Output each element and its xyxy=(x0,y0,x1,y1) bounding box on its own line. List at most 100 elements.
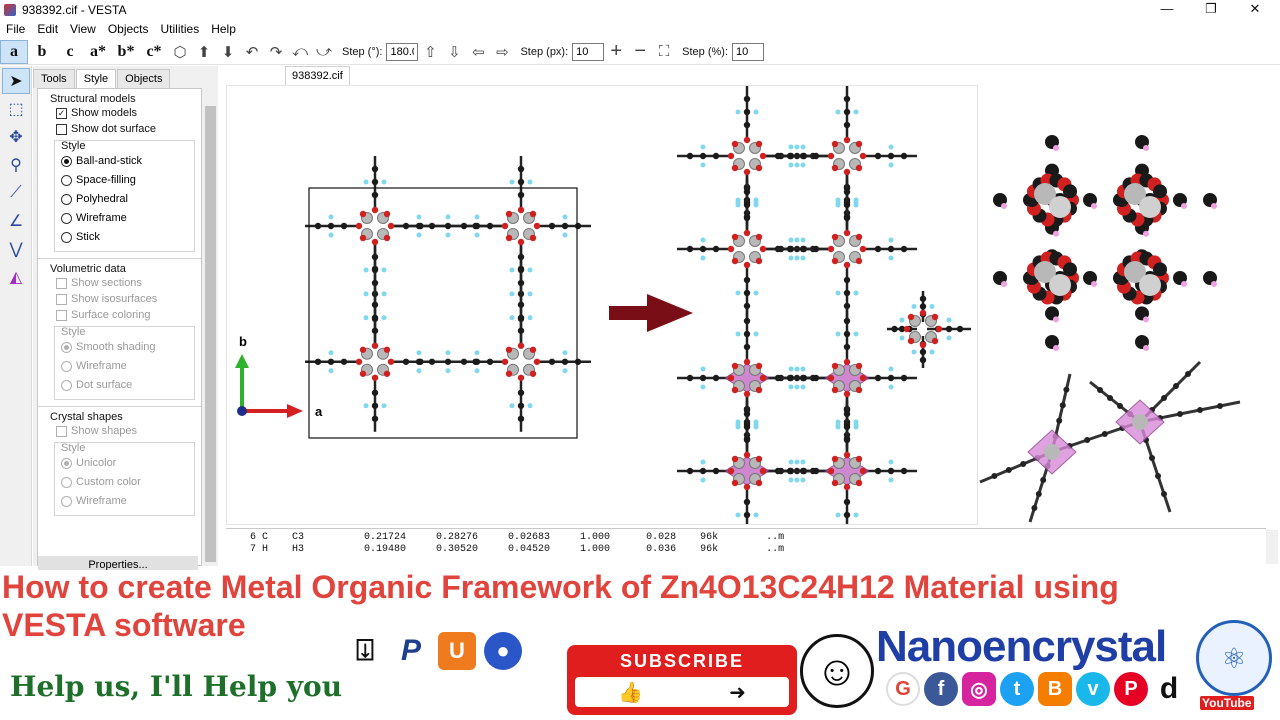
translate-down-icon[interactable]: ⇩ xyxy=(448,43,461,61)
document-area: 938392.cif b a 6 C C3 0.21724 0.28276 0.… xyxy=(222,66,1280,566)
facebook-icon[interactable]: f xyxy=(924,672,958,706)
distance-tool-icon[interactable]: ⟋ xyxy=(10,184,22,201)
structure-viewport[interactable]: b a xyxy=(226,85,978,541)
translate-up-icon[interactable]: ⇧ xyxy=(424,43,437,61)
output-line: 6 C C3 0.21724 0.28276 0.02683 1.000 0.0… xyxy=(226,532,785,543)
properties-button[interactable]: Properties... xyxy=(38,556,198,570)
radio-smooth-shading[interactable]: Smooth shading xyxy=(55,338,194,357)
radio-crystal-wireframe[interactable]: Wireframe xyxy=(55,492,194,511)
output-line: 7 H H3 0.19480 0.30520 0.04520 1.000 0.0… xyxy=(226,544,785,555)
smiley-face-icon: ☺ xyxy=(800,634,874,708)
tiktok-icon[interactable]: d xyxy=(1152,672,1186,706)
show-shapes-checkbox[interactable]: Show shapes xyxy=(38,423,201,439)
minimize-button[interactable]: — xyxy=(1160,1,1174,16)
subscribe-bar: 👍 ➜ xyxy=(575,677,789,707)
view-along-b-button[interactable]: b xyxy=(37,42,47,60)
menu-view[interactable]: View xyxy=(70,22,96,36)
tool-strip: ➤ ⬚ ✥ ⚲ ⟋ ∠ ⋁ ◭ xyxy=(0,66,32,566)
checkbox-unchecked-icon xyxy=(56,123,67,135)
rotate-right-icon[interactable]: ↷ xyxy=(269,43,283,61)
menu-utilities[interactable]: Utilities xyxy=(160,22,200,36)
radio-ball-and-stick[interactable]: Ball-and-stick xyxy=(55,152,194,171)
panel-scrollbar[interactable] xyxy=(203,88,218,566)
tab-style[interactable]: Style xyxy=(75,69,117,88)
dihedral-tool-icon[interactable]: ⋁ xyxy=(9,241,23,258)
show-sections-checkbox[interactable]: Show sections xyxy=(38,275,201,291)
zoom-in-icon[interactable]: + xyxy=(610,40,622,62)
select-tool-icon[interactable]: ➤ xyxy=(2,68,30,94)
radio-custom-color[interactable]: Custom color xyxy=(55,473,194,492)
radio-polyhedral[interactable]: Polyhedral xyxy=(55,190,194,209)
rotate-ccw-icon[interactable]: ⤺ xyxy=(291,43,309,60)
zoom-out-icon[interactable]: − xyxy=(634,40,646,62)
process-arrow xyxy=(609,294,693,332)
crystal-style-title: Style xyxy=(61,442,86,454)
output-scrollbar[interactable] xyxy=(1266,530,1278,564)
unit-cell-outline xyxy=(308,187,578,439)
video-title-line1: How to create Metal Organic Framework of… xyxy=(2,569,1119,605)
radio-vol-wireframe[interactable]: Wireframe xyxy=(55,357,194,376)
show-dot-surface-checkbox[interactable]: Show dot surface xyxy=(38,121,201,137)
show-isosurfaces-checkbox[interactable]: Show isosurfaces xyxy=(38,291,201,307)
fit-to-screen-icon[interactable]: ⛶ xyxy=(658,43,670,60)
menu-objects[interactable]: Objects xyxy=(107,22,149,36)
crystal-shapes-title: Crystal shapes xyxy=(50,411,123,423)
radio-dot-surface[interactable]: Dot surface xyxy=(55,376,194,395)
output-text-area: 6 C C3 0.21724 0.28276 0.02683 1.000 0.0… xyxy=(226,528,1266,566)
rotate-down-icon[interactable]: ⬇ xyxy=(221,43,235,61)
view-along-c-star-button[interactable]: c* xyxy=(146,42,162,60)
donation-icons: ⍗ P U ● xyxy=(346,632,522,670)
view-along-c-button[interactable]: c xyxy=(66,42,74,60)
view-along-b-star-button[interactable]: b* xyxy=(117,42,135,60)
translate-left-icon[interactable]: ⇦ xyxy=(472,43,485,61)
video-title-line2: VESTA software xyxy=(2,607,246,643)
radio-unicolor[interactable]: Unicolor xyxy=(55,454,194,473)
instagram-icon[interactable]: ◎ xyxy=(962,672,996,706)
menu-help[interactable]: Help xyxy=(211,22,236,36)
menu-edit[interactable]: Edit xyxy=(37,22,59,36)
subscribe-button[interactable]: SUBSCRIBE 👍 ➜ xyxy=(567,645,797,715)
select-box-tool-icon[interactable]: ⬚ xyxy=(8,101,24,118)
social-icons: G f ◎ t B v P d xyxy=(886,672,1186,706)
youtube-logo: YouTube xyxy=(1200,696,1254,710)
show-models-checkbox[interactable]: ✓Show models xyxy=(56,107,138,119)
angle-tool-icon[interactable]: ∠ xyxy=(8,213,24,230)
translate-right-icon[interactable]: ⇨ xyxy=(496,43,509,61)
step-pct-input[interactable] xyxy=(732,42,765,61)
view-along-a-star-button[interactable]: a* xyxy=(90,42,106,60)
step-deg-input[interactable] xyxy=(386,42,419,61)
volumetric-style-group: Style Smooth shading Wireframe Dot surfa… xyxy=(54,326,195,400)
radio-wireframe[interactable]: Wireframe xyxy=(55,209,194,228)
blogger-icon[interactable]: B xyxy=(1038,672,1072,706)
google-icon[interactable]: G xyxy=(886,672,920,706)
menu-bar: File Edit View Objects Utilities Help xyxy=(0,20,1280,38)
twitter-icon[interactable]: t xyxy=(1000,672,1034,706)
rotate-left-icon[interactable]: ↶ xyxy=(245,43,259,61)
rotate-up-icon[interactable]: ⬆ xyxy=(197,43,211,61)
volumetric-style-title: Style xyxy=(61,326,86,338)
vimeo-icon[interactable]: v xyxy=(1076,672,1110,706)
style-panel-body: Structural models ✓Show models Show dot … xyxy=(37,88,202,566)
lattice-plane-tool-icon[interactable]: ◭ xyxy=(9,269,23,286)
close-button[interactable]: ✕ xyxy=(1249,1,1261,16)
checkbox-checked-icon: ✓ xyxy=(56,107,67,119)
pinterest-icon[interactable]: P xyxy=(1114,672,1148,706)
step-px-input[interactable] xyxy=(572,42,605,61)
thumbs-up-icon: 👍 xyxy=(618,681,643,704)
translate-tool-icon[interactable]: ✥ xyxy=(9,129,23,146)
radio-space-filling[interactable]: Space-filling xyxy=(55,171,194,190)
subscribe-label: SUBSCRIBE xyxy=(619,651,744,671)
window-title: 938392.cif - VESTA xyxy=(22,3,127,17)
standard-orientation-icon[interactable]: ⬡ xyxy=(173,43,187,61)
tab-tools[interactable]: Tools xyxy=(33,69,75,88)
model-style-title: Style xyxy=(61,140,86,152)
menu-file[interactable]: File xyxy=(6,22,26,36)
tab-objects[interactable]: Objects xyxy=(117,69,171,88)
magnifier-tool-icon[interactable]: ⚲ xyxy=(10,157,22,174)
surface-coloring-checkbox[interactable]: Surface coloring xyxy=(38,307,201,323)
view-along-a-button[interactable]: a xyxy=(0,39,28,64)
file-tab[interactable]: 938392.cif xyxy=(285,66,350,85)
restore-button[interactable]: ❐ xyxy=(1205,1,1217,16)
radio-stick[interactable]: Stick xyxy=(55,228,194,247)
rotate-cw-icon[interactable]: ⤻ xyxy=(315,43,333,60)
